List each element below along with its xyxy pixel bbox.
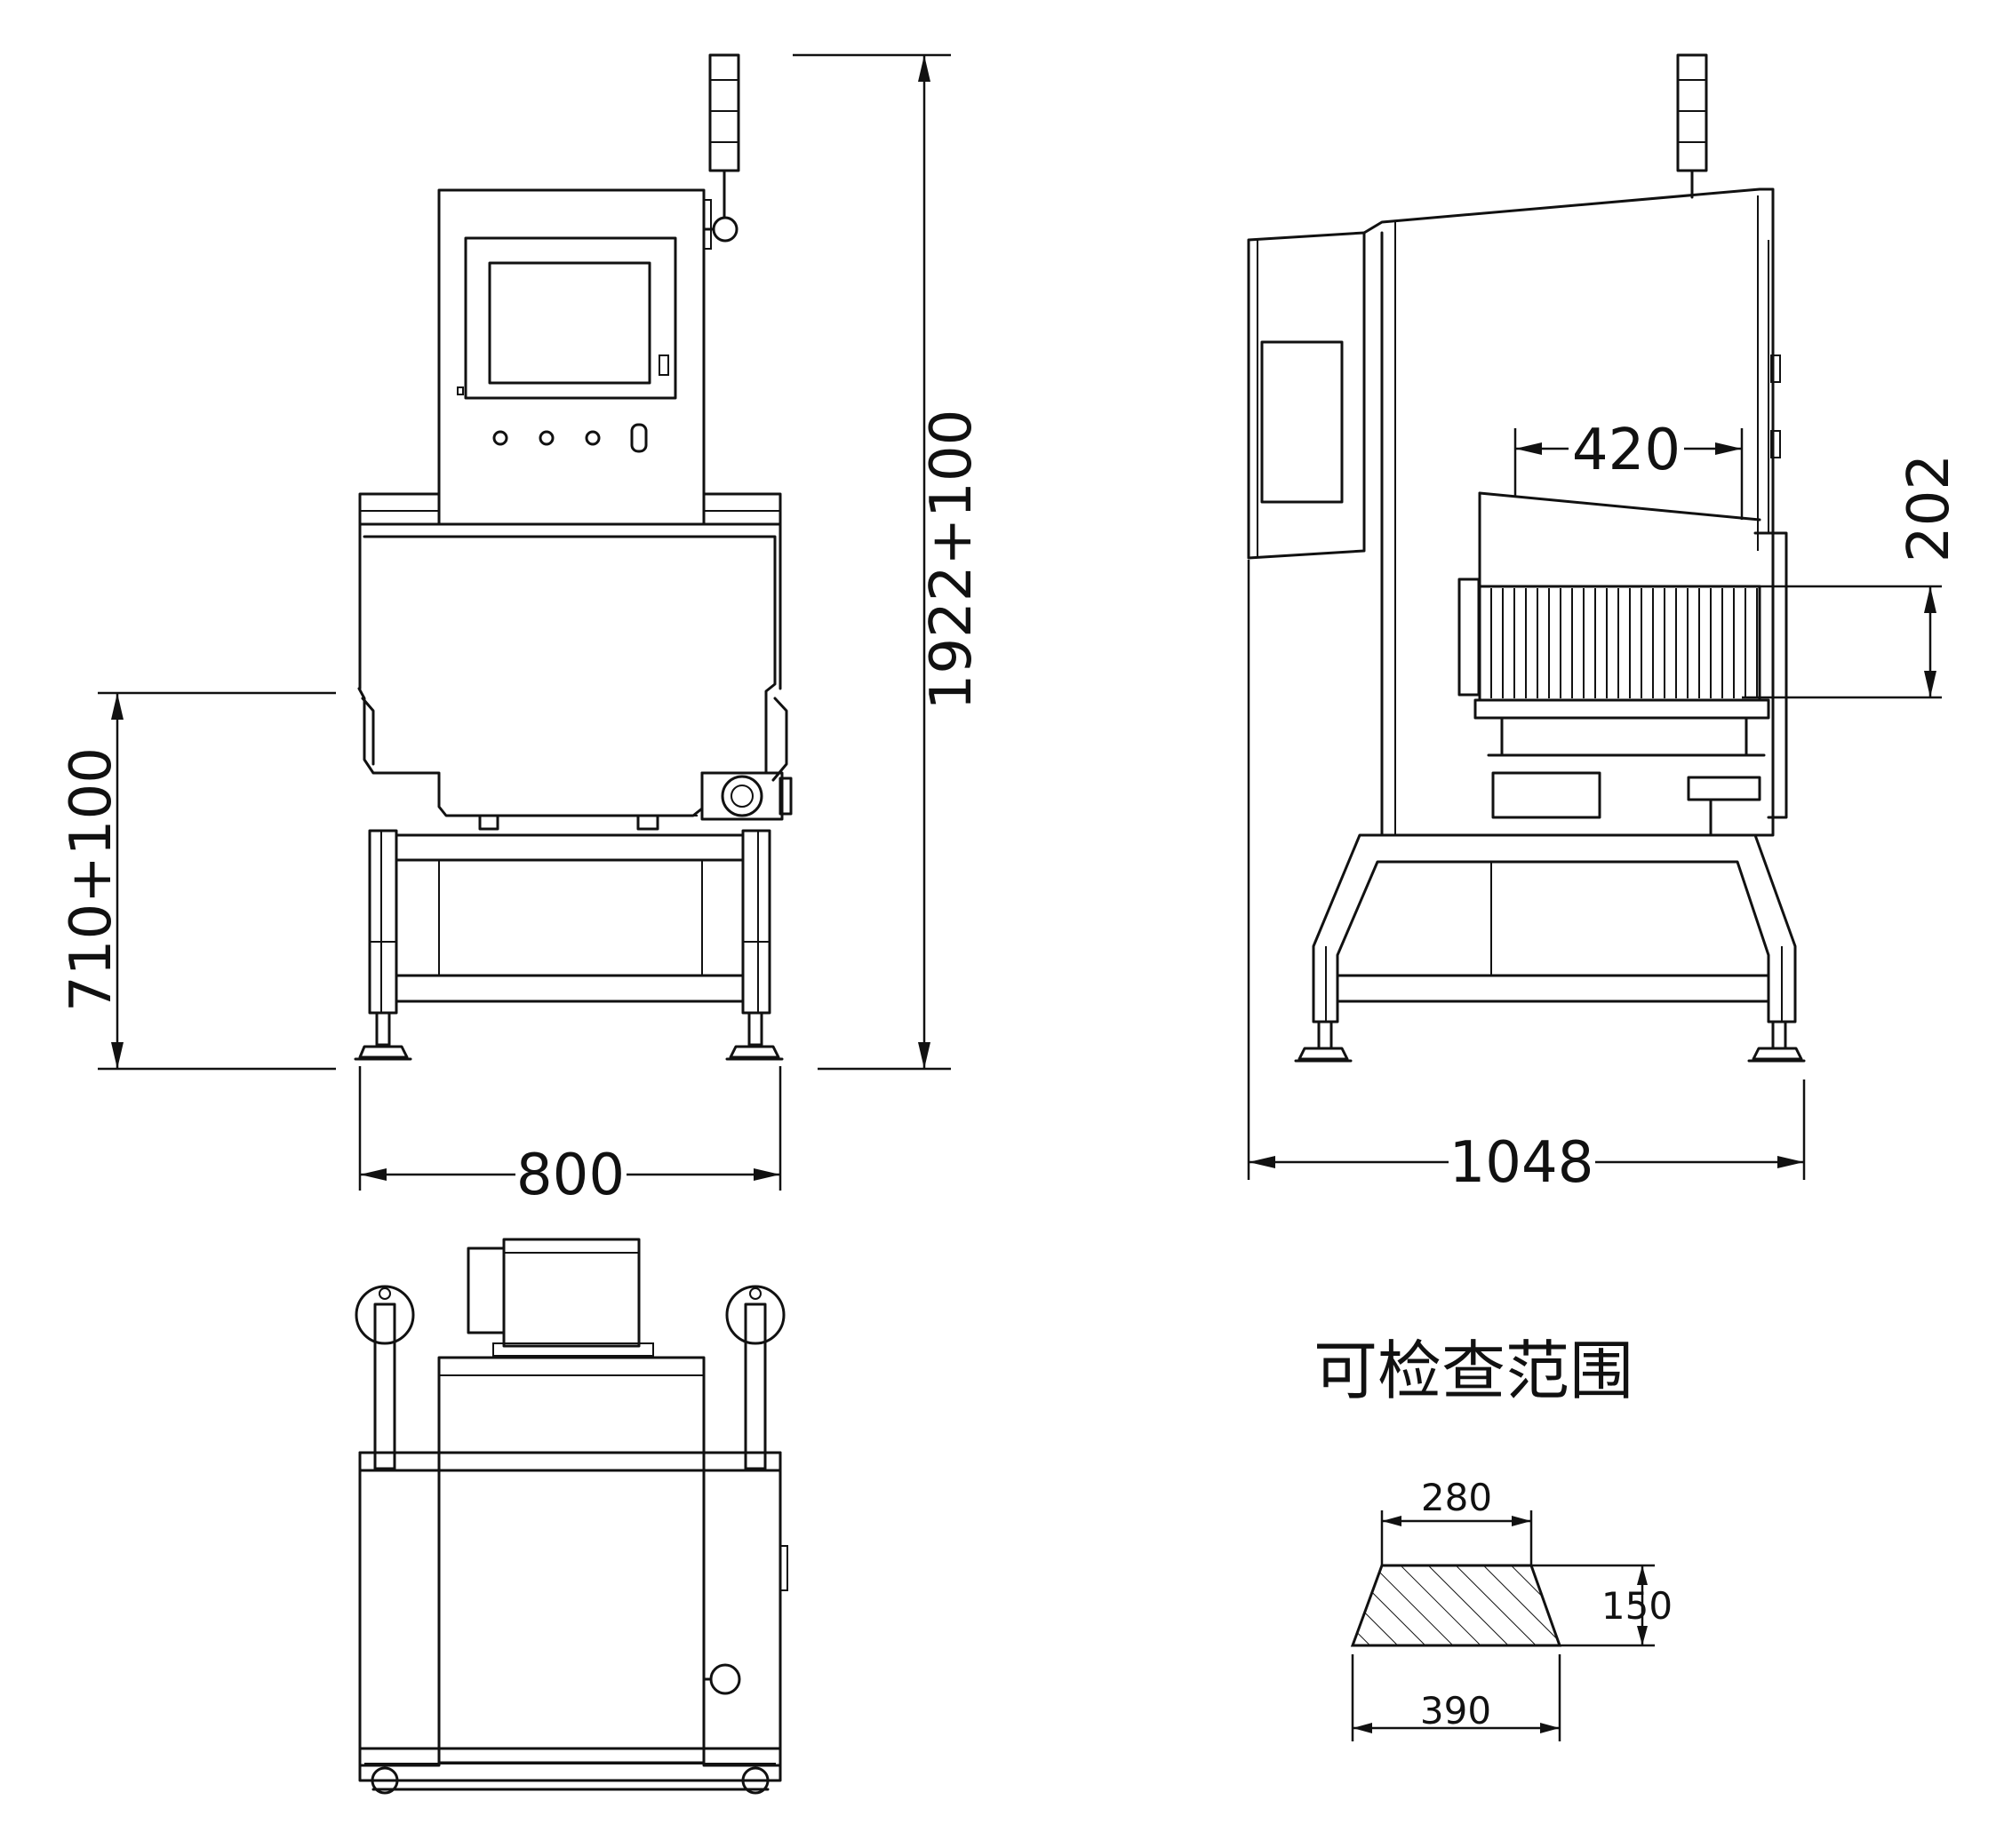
main-plate-top	[358, 1356, 788, 1767]
top-width-label: 280	[1421, 1476, 1492, 1519]
front-width-label: 800	[516, 1143, 625, 1208]
tunnel-length-label: 420	[1572, 418, 1681, 483]
signal-tower-front	[702, 53, 740, 243]
tunnel-side	[1457, 491, 1770, 837]
frame-front	[368, 829, 771, 1015]
feet-side	[1294, 1020, 1806, 1063]
signal-tower-side	[1676, 53, 1708, 199]
height-label: 150	[1601, 1584, 1673, 1628]
top-rails-front	[358, 492, 782, 526]
conveyor-height-label: 710+100	[59, 747, 124, 1012]
tunnel-height-label: 202	[1896, 454, 1962, 562]
dim-front-height: 1922+100	[793, 53, 985, 1071]
dim-tunnel-length: 420	[1513, 418, 1744, 520]
top-view	[355, 1238, 788, 1795]
control-cabinet-front	[437, 188, 712, 526]
main-body-side	[1362, 187, 1788, 837]
curtain-strips	[1490, 588, 1758, 698]
dim-tunnel-height: 202	[1742, 454, 1962, 699]
feet-front	[354, 1011, 784, 1061]
inspection-range: 可检查范围 280 150 390	[1313, 1334, 1673, 1741]
side-guides-top	[355, 1285, 786, 1470]
frame-side	[1312, 833, 1797, 1024]
main-housing-front	[357, 522, 788, 831]
front-view	[354, 53, 793, 1061]
dim-side-depth: 1048	[1247, 560, 1806, 1196]
motor-front	[700, 771, 793, 821]
dim-conveyor-height: 710+100	[59, 691, 336, 1071]
motor-top	[467, 1238, 654, 1357]
belt-bottom-top	[358, 1747, 782, 1795]
bottom-width-label: 390	[1420, 1689, 1491, 1732]
cabinet-box-side	[1247, 231, 1366, 560]
side-view	[1247, 53, 1806, 1063]
inspection-shape	[1350, 1564, 1562, 1647]
front-height-label: 1922+100	[919, 410, 985, 711]
inspection-range-title: 可检查范围	[1313, 1334, 1633, 1408]
dim-front-width: 800	[358, 1066, 782, 1208]
side-depth-label: 1048	[1449, 1130, 1594, 1196]
